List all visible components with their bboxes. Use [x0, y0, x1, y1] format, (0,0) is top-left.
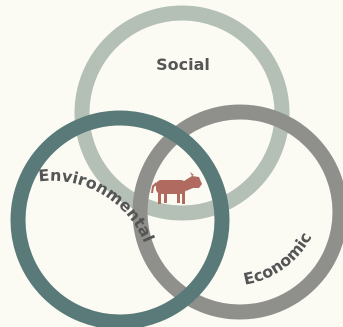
- economic-circle: [132, 104, 343, 320]
- environmental-circle: [10, 110, 230, 327]
- social-label: Social: [156, 55, 210, 74]
- social-circle: [74, 5, 290, 221]
- cow-icon: [151, 172, 202, 204]
